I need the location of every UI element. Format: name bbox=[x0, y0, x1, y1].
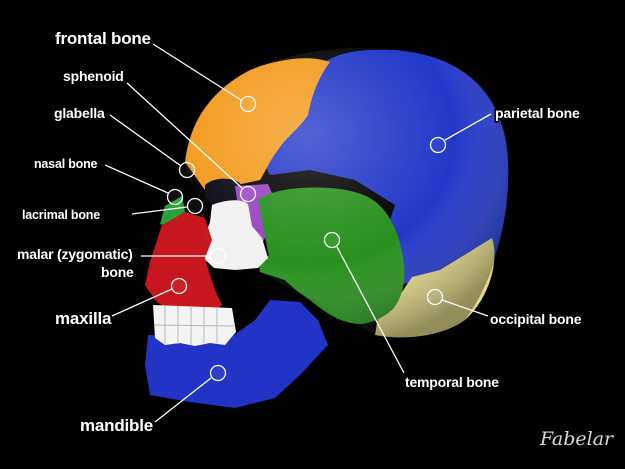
pin-lacrimal bbox=[186, 197, 204, 215]
label-lacrimal-bone: lacrimal bone bbox=[22, 208, 100, 222]
watermark-logo: Fabelar bbox=[539, 428, 615, 450]
label-mandible: mandible bbox=[80, 416, 153, 435]
label-occipital-bone: occipital bone bbox=[490, 311, 582, 327]
pin-frontal bbox=[239, 95, 257, 113]
pin-malar bbox=[209, 247, 227, 265]
label-temporal-bone: temporal bone bbox=[405, 374, 499, 390]
pin-sphenoid bbox=[239, 185, 257, 203]
label-parietal-bone: parietal bone bbox=[495, 105, 580, 121]
leader-maxilla bbox=[111, 288, 173, 317]
labels: frontal bone sphenoid glabella nasal bon… bbox=[16, 28, 584, 437]
leader-mandible bbox=[154, 377, 212, 423]
leader-frontal bbox=[152, 43, 242, 101]
cranium-shading bbox=[185, 47, 509, 338]
leader-occipital bbox=[441, 299, 489, 317]
pin-parietal bbox=[429, 136, 447, 154]
label-sphenoid: sphenoid bbox=[63, 68, 124, 84]
leader-temporal bbox=[336, 246, 405, 374]
label-malar-line2: bone bbox=[101, 264, 134, 280]
leader-sphenoid bbox=[126, 82, 243, 189]
label-glabella: glabella bbox=[54, 105, 105, 121]
leader-parietal bbox=[444, 113, 492, 141]
pin-nasal bbox=[166, 188, 184, 206]
pin-temporal bbox=[323, 231, 341, 249]
leader-glabella bbox=[109, 114, 182, 167]
maxilla-region bbox=[145, 212, 222, 318]
leader-nasal bbox=[104, 164, 169, 194]
teeth bbox=[153, 305, 236, 346]
leader-lacrimal bbox=[131, 206, 188, 215]
mandible-region bbox=[145, 300, 328, 408]
pin-maxilla bbox=[170, 277, 188, 295]
label-frontal-bone: frontal bone bbox=[55, 29, 151, 48]
label-malar-line1: malar (zygomatic) bbox=[17, 246, 133, 262]
skull-illustration bbox=[145, 47, 509, 408]
label-maxilla: maxilla bbox=[55, 309, 112, 328]
pin-glabella bbox=[178, 161, 196, 179]
label-nasal-bone: nasal bone bbox=[34, 157, 98, 171]
pin-occipital bbox=[426, 288, 444, 306]
leader-lines bbox=[104, 43, 492, 423]
pin-mandible bbox=[209, 364, 227, 382]
